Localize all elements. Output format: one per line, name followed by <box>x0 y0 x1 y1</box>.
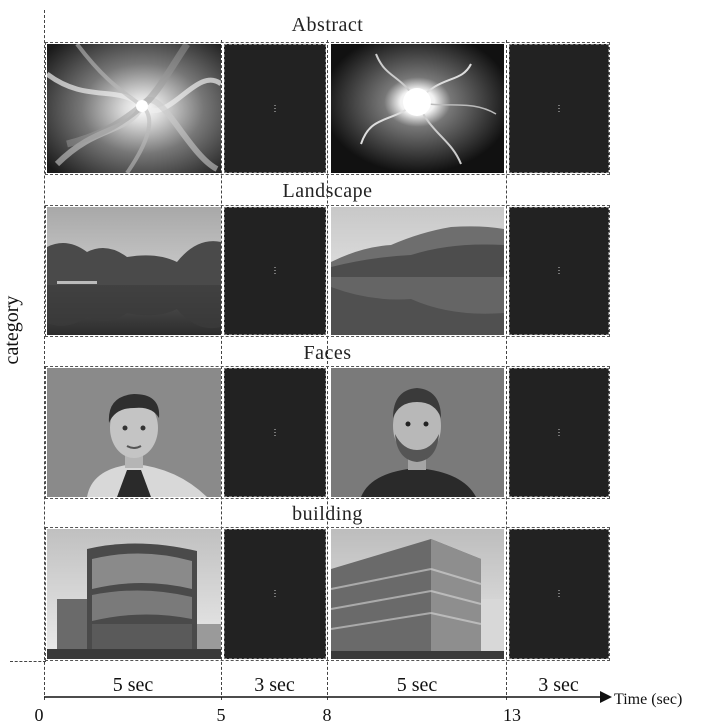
face-man-1-image <box>47 368 221 497</box>
category-title-faces: Faces <box>303 342 352 364</box>
duration-label-blank-2: 3 sec <box>538 674 579 696</box>
abstract-light-burst-image <box>331 44 504 173</box>
fixation-mark <box>274 104 276 113</box>
category-row-landscape <box>45 205 610 337</box>
lake-forest-image-1 <box>47 207 221 335</box>
blank-screen <box>224 207 326 335</box>
category-row-faces <box>45 366 610 499</box>
time-tick-0: 0 <box>34 705 44 725</box>
blank-screen <box>224 368 326 497</box>
blank-screen <box>509 529 609 659</box>
blank-screen <box>224 529 326 659</box>
lake-forest-image-2 <box>331 207 504 335</box>
time-tick-13: 13 <box>503 705 521 725</box>
fixation-mark <box>558 428 560 437</box>
blank-screen <box>224 44 326 173</box>
time-tick-5: 5 <box>216 705 226 725</box>
y-axis-line <box>44 10 45 700</box>
time-tick-8: 8 <box>322 705 332 725</box>
blank-screen <box>509 44 609 173</box>
time-axis-arrow <box>44 690 614 704</box>
blank-screen <box>509 368 609 497</box>
fixation-mark <box>558 267 560 275</box>
fixation-mark <box>558 590 560 598</box>
abstract-swirl-image <box>47 44 221 173</box>
category-row-building <box>45 527 610 661</box>
fixation-mark <box>274 267 276 275</box>
face-man-2-image <box>331 368 504 497</box>
separator-t8 <box>327 40 328 700</box>
duration-label-blank-1: 3 sec <box>254 674 295 696</box>
x-axis-baseline <box>10 661 46 662</box>
separator-t13 <box>506 40 507 700</box>
category-title-landscape: Landscape <box>282 180 373 202</box>
separator-t5 <box>221 40 222 700</box>
glass-office-building-image-2 <box>331 529 504 659</box>
category-title-building: building <box>292 503 363 525</box>
duration-label-image-2: 5 sec <box>396 674 438 696</box>
fixation-mark <box>274 428 276 437</box>
fixation-mark <box>274 590 276 598</box>
blank-screen <box>509 207 609 335</box>
fixation-mark <box>558 104 560 113</box>
category-row-abstract <box>45 42 610 175</box>
category-title-abstract: Abstract <box>291 14 364 36</box>
duration-label-image-1: 5 sec <box>112 674 154 696</box>
x-axis-label: Time (sec) <box>614 691 683 708</box>
glass-office-building-image-1 <box>47 529 221 659</box>
y-axis-label: category <box>1 295 23 365</box>
